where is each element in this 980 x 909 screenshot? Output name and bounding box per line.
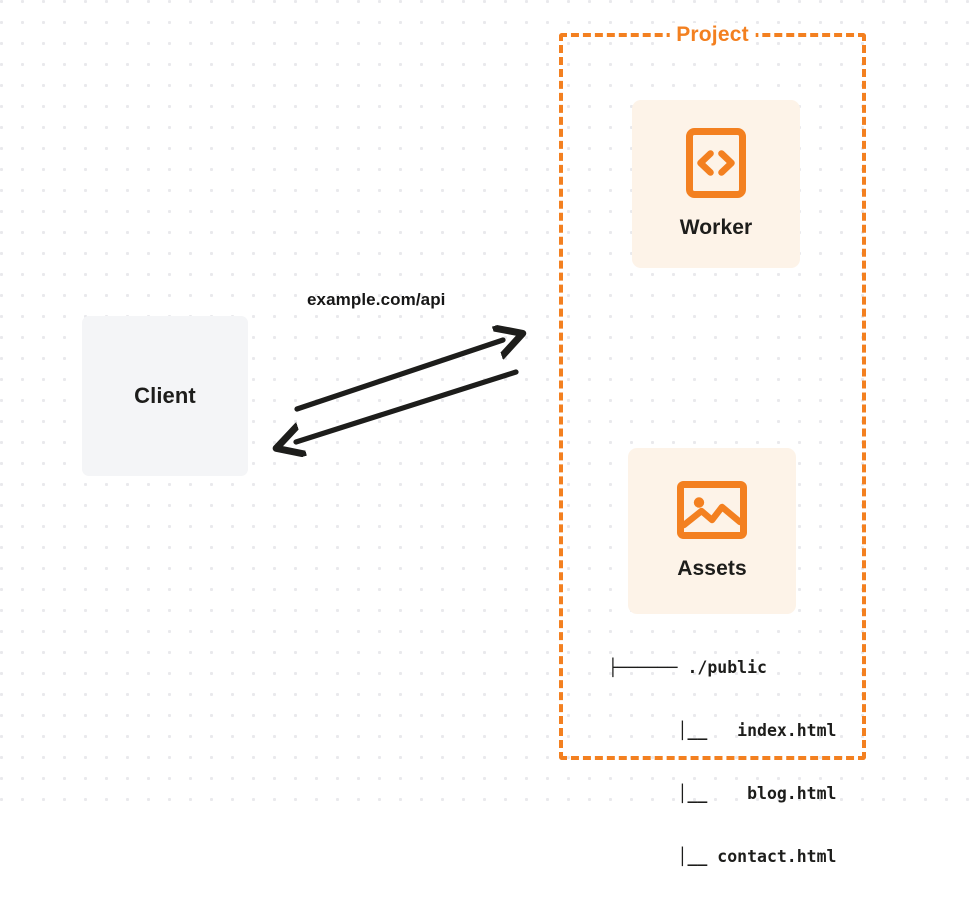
client-label: Client	[134, 383, 196, 408]
code-brackets-icon	[686, 128, 746, 203]
image-picture-icon	[677, 481, 747, 544]
assets-card[interactable]: Assets	[628, 448, 796, 614]
connection-label: example.com/api	[307, 290, 446, 309]
worker-card[interactable]: Worker	[632, 100, 800, 268]
project-container: Project	[559, 23, 866, 760]
file-tree-row: ├────── ./public	[608, 658, 767, 677]
file-tree-row: │__ index.html	[608, 721, 837, 740]
response-arrow	[296, 369, 519, 442]
assets-label: Assets	[677, 557, 747, 580]
assets-file-tree: ├────── ./public │__ index.html │__ blog…	[608, 615, 836, 909]
request-arrow	[294, 340, 503, 412]
diagram-canvas: Client example.com/api Project Worker	[0, 0, 980, 866]
worker-label: Worker	[679, 216, 753, 239]
file-tree-row: │__ blog.html	[608, 784, 837, 803]
file-tree-row: │__ contact.html	[608, 847, 837, 866]
client-node[interactable]: Client	[82, 316, 248, 476]
project-title: Project	[669, 23, 756, 47]
